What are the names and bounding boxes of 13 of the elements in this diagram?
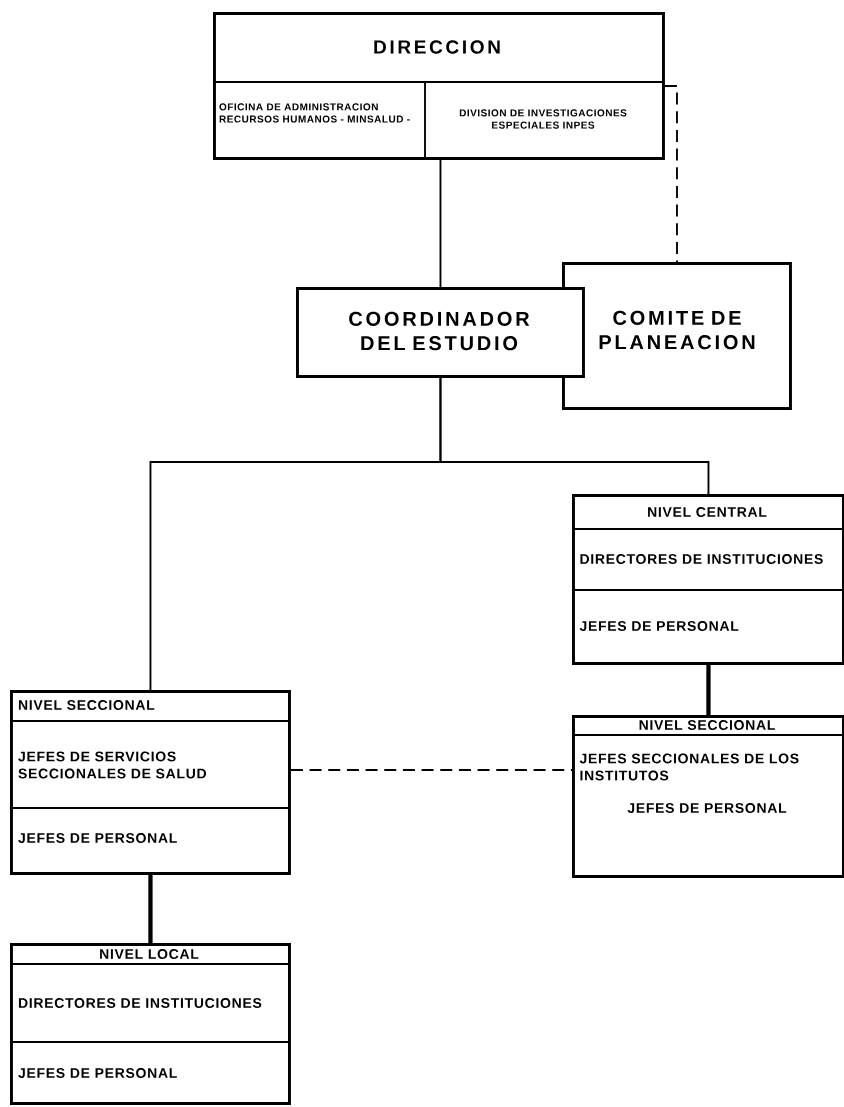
org-box: NIVEL CENTRAL DIRECTORES DE INSTITUCIONES JEFES DE PERSONAL xyxy=(571,494,844,665)
connector-line xyxy=(664,85,678,263)
connector-line xyxy=(290,769,573,771)
org-box: NIVEL SECCIONAL JEFES SECCIONALES DE LOS INSTITUTOS JEFES DE PERSONAL xyxy=(571,715,844,878)
connector-line xyxy=(148,874,153,943)
org-box: COORDINADOR DEL ESTUDIO xyxy=(296,287,585,378)
org-box: NIVEL LOCAL DIRECTORES DE INSTITUCIONES JEFES DE PERSONAL xyxy=(9,943,291,1105)
org-box: COMITE DE PLANEACION xyxy=(562,262,792,410)
org-box: DIRECCION OFICINA DE ADMINISTRACION RECURSOS HUMANOS - MINSALUD - DIVISION DE INVESTIGACIONES ESPECIALES INPES xyxy=(212,12,665,160)
connector-line xyxy=(706,664,711,715)
org-box: NIVEL SECCIONAL JEFES DE SERVICIOS SECCIONALES DE SALUD JEFES DE PERSONAL xyxy=(9,690,291,875)
connector-line xyxy=(439,159,442,288)
connector-line xyxy=(149,377,442,691)
